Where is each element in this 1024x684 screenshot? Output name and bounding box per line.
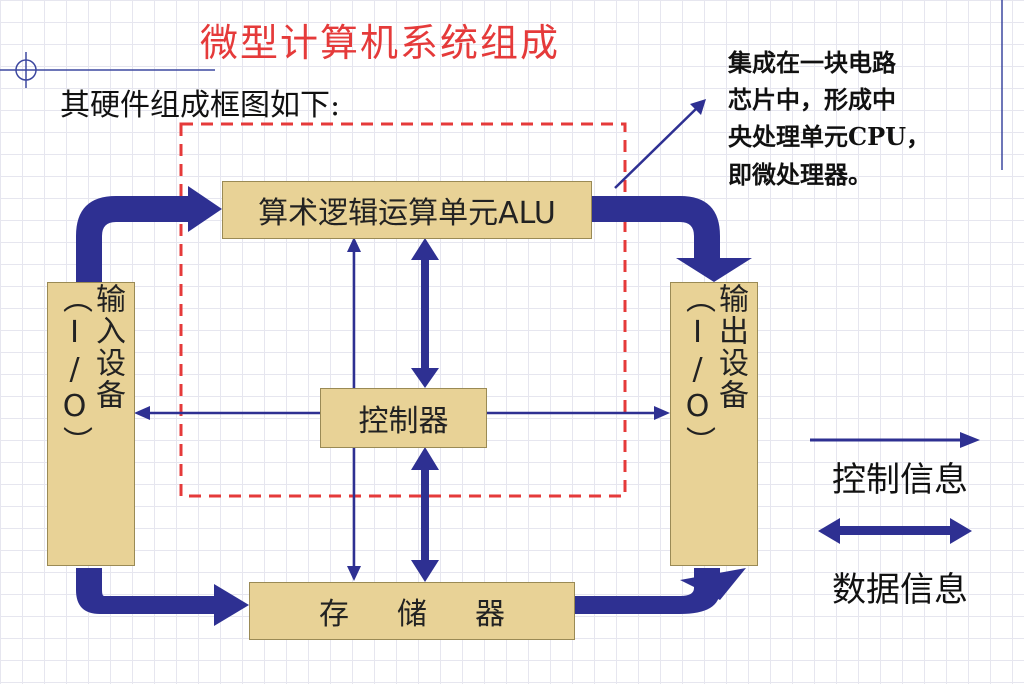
alu-ctrl-head-down: [411, 368, 439, 388]
page-subtitle: 其硬件组成框图如下:: [60, 88, 341, 123]
data-double-arrows: [411, 238, 439, 582]
page-title: 微型计算机系统组成: [200, 21, 561, 65]
note-pointer-head: [690, 99, 706, 115]
controller-label: 控制器: [358, 404, 449, 439]
flow-alu-to-output: [590, 196, 720, 262]
legend-control-head: [960, 432, 980, 448]
alu-ctrl-shaft: [421, 256, 429, 372]
ctrl-mem-head-down: [411, 560, 439, 582]
cpu-note: 集成在一块电路 芯片中，形成中 央处理单元CPU， 即微处理器。: [728, 48, 931, 189]
flow-input-to-memory: [76, 568, 220, 614]
flow-alu-to-output-head: [676, 258, 752, 282]
input-device-label: 输入设备（I/O）: [57, 283, 125, 458]
legend-data-head-left: [818, 518, 840, 544]
legend-data-label: 数据信息: [832, 570, 968, 610]
ctrl-to-mem-head: [347, 566, 361, 581]
flow-input-to-memory-head: [214, 584, 249, 626]
legend-arrows: [810, 432, 980, 544]
memory-label: 存储器: [319, 597, 553, 632]
output-device-label: 输出设备（I/O）: [680, 283, 748, 458]
legend-data-shaft: [838, 526, 952, 535]
flow-input-to-alu: [76, 196, 190, 282]
ctrl-mem-head-up: [411, 447, 439, 470]
cpu-boundary: [179, 122, 627, 498]
output-device-box: 输出设备（I/O）: [670, 282, 758, 566]
flow-input-to-alu-head: [188, 186, 222, 232]
ctrl-to-output-head: [654, 406, 670, 420]
input-device-box: 输入设备（I/O）: [47, 282, 135, 566]
alu-label: 算术逻辑运算单元ALU: [258, 196, 556, 231]
controller-box: 控制器: [320, 388, 487, 448]
ctrl-to-input-head: [134, 406, 150, 420]
flow-memory-to-output-head: [680, 568, 746, 600]
legend-control-label: 控制信息: [832, 460, 968, 500]
ctrl-to-alu-head: [347, 237, 361, 252]
note-pointer-line: [614, 104, 701, 189]
alu-ctrl-head-up: [411, 238, 439, 260]
control-arrows: [134, 237, 670, 581]
memory-box: 存储器: [249, 582, 575, 640]
ctrl-mem-shaft: [421, 466, 429, 562]
legend-data-head-right: [950, 518, 972, 544]
data-flow-arrows: [76, 186, 752, 626]
flow-memory-to-output: [573, 568, 720, 614]
alu-box: 算术逻辑运算单元ALU: [222, 181, 592, 239]
